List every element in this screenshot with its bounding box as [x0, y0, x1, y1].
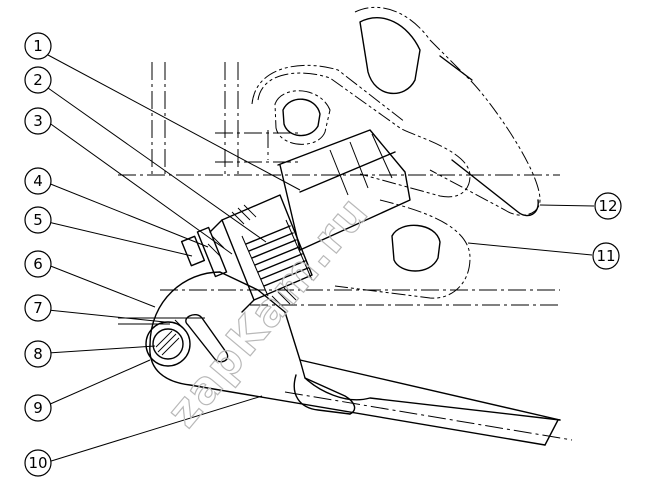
- housing-outline: [251, 6, 541, 299]
- callout-label: 10: [28, 454, 47, 472]
- callout-4: 4: [24, 167, 52, 195]
- callout-label: 1: [33, 37, 43, 55]
- background-frame: [118, 62, 560, 306]
- spring: [241, 219, 313, 297]
- callout-5: 5: [24, 206, 52, 234]
- callout-label: 8: [33, 345, 43, 363]
- callout-label: 6: [33, 255, 43, 273]
- pivot-assembly: [118, 314, 229, 367]
- callout-9: 9: [24, 394, 52, 422]
- callout-label: 11: [596, 247, 615, 265]
- callout-11: 11: [592, 242, 620, 270]
- callout-7: 7: [24, 294, 52, 322]
- callout-8: 8: [24, 340, 52, 368]
- callout-1: 1: [24, 32, 52, 60]
- callout-balloons: 1 2 3 4 5 6 7 8 9 10 11 12: [24, 32, 622, 477]
- callout-label: 5: [33, 211, 43, 229]
- callout-label: 4: [33, 172, 43, 190]
- callout-label: 9: [33, 399, 43, 417]
- callout-label: 12: [598, 197, 617, 215]
- callout-2: 2: [24, 66, 52, 94]
- callout-label: 2: [33, 71, 43, 89]
- main-body: [180, 129, 411, 313]
- callout-3: 3: [24, 107, 52, 135]
- leader-lines: [47, 54, 595, 463]
- callout-6: 6: [24, 250, 52, 278]
- callout-label: 3: [33, 112, 43, 130]
- callout-12: 12: [594, 192, 622, 220]
- section-hatching: [207, 204, 297, 309]
- callout-10: 10: [24, 449, 52, 477]
- callout-label: 7: [33, 299, 43, 317]
